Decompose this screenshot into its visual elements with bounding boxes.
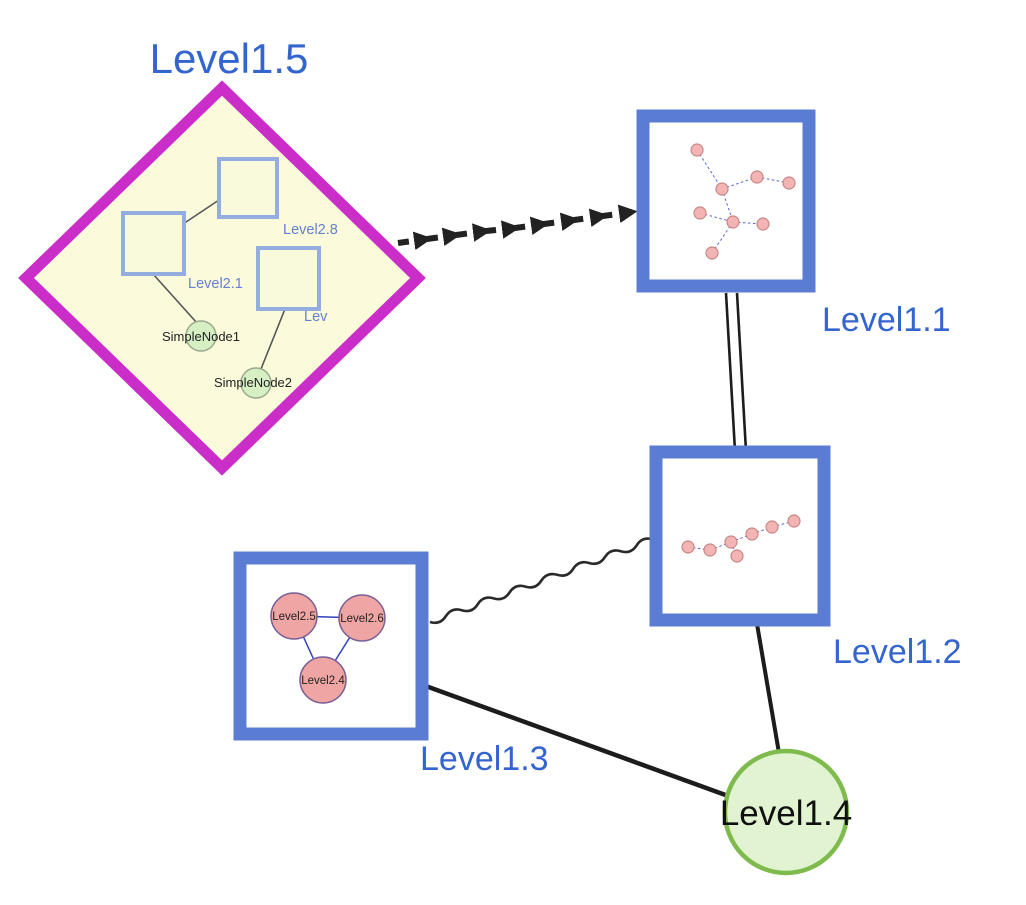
node-label-level1-5: Level1.5 [150, 35, 309, 82]
node-simplenode2[interactable] [240, 367, 272, 399]
edge-level1-3-to-level1-2[interactable] [429, 537, 653, 625]
edge-level2-8-to-level2-1[interactable] [182, 199, 220, 225]
node-label-level1-2: Level1.2 [833, 633, 962, 671]
node-label-level1-4: Level1.4 [720, 794, 852, 833]
edge-level1-3-to-level1-4[interactable] [422, 682, 732, 800]
node-label-level2-5: Level2.5 [272, 611, 315, 623]
node-level1-5: Level1.5 Level2.8 Level2.1 Lev SimpleNod… [18, 35, 426, 476]
mini-node [690, 143, 704, 157]
mini-node [681, 540, 695, 554]
edge-level1-2-to-level1-4[interactable] [755, 623, 781, 754]
node-level1-2: Level1.2 [649, 445, 962, 671]
mini-node [715, 182, 729, 196]
node-label-level1-3: Level1.3 [420, 740, 549, 778]
mini-node [724, 535, 738, 549]
mini-node [745, 527, 759, 541]
node-level2-4[interactable] [299, 656, 347, 704]
mini-edge [687, 546, 711, 551]
node-level1-3: Level2.5 Level2.6 Level2.4 Level1.3 [233, 551, 549, 778]
node-label-level2-6: Level2.6 [340, 613, 383, 625]
mini-edge [771, 520, 795, 528]
mini-node [750, 170, 764, 184]
node-label-lev: Lev [304, 309, 328, 325]
edges-layer [397, 204, 781, 800]
node-level1-1: Level1.1 [636, 109, 951, 339]
node-level2-6[interactable] [338, 594, 386, 642]
edge-lev-to-simplenode2[interactable] [260, 308, 286, 370]
mini-node [765, 520, 779, 534]
mini-graph-level1-2 [681, 514, 801, 563]
node-level2-1[interactable] [121, 211, 186, 276]
mini-node [703, 543, 717, 557]
mini-node [787, 514, 801, 528]
node-level2-5[interactable] [270, 592, 318, 640]
mini-node [782, 176, 796, 190]
mini-edge [730, 533, 753, 543]
edge-level2-1-to-simplenode1[interactable] [152, 273, 198, 324]
diamond-shape-level1-5[interactable] [18, 80, 426, 476]
mini-node [705, 246, 719, 260]
node-simplenode1[interactable] [185, 320, 217, 352]
node-box-level1-1[interactable] [636, 109, 816, 293]
node-label-level1-1: Level1.1 [822, 301, 951, 339]
mini-edge [751, 526, 773, 535]
node-label-level2-1: Level2.1 [188, 276, 243, 292]
mini-node [730, 549, 744, 563]
node-level1-4: Level1.4 [720, 748, 852, 876]
node-lev[interactable] [256, 246, 321, 311]
mini-node [756, 217, 770, 231]
mini-edge [709, 541, 732, 551]
edge-level1-5-to-level1-1[interactable] [397, 204, 638, 250]
node-label-level2-8: Level2.8 [283, 222, 338, 238]
node-box-level1-3[interactable] [233, 551, 429, 741]
edge-level1-1-to-level1-2[interactable] [724, 292, 748, 452]
node-label-level2-4: Level2.4 [301, 675, 345, 687]
double-edge-line-2 [735, 292, 748, 452]
double-edge-line-1 [724, 292, 737, 452]
mini-node [726, 215, 740, 229]
node-level2-8[interactable] [217, 157, 279, 219]
node-label-simplenode2: SimpleNode2 [214, 375, 292, 390]
node-label-simplenode1: SimpleNode1 [162, 329, 240, 344]
node-box-level1-2[interactable] [649, 445, 831, 627]
mini-node [693, 206, 707, 220]
mini-graph-level1-1 [690, 143, 796, 260]
node-circle-level1-4[interactable] [722, 748, 850, 876]
